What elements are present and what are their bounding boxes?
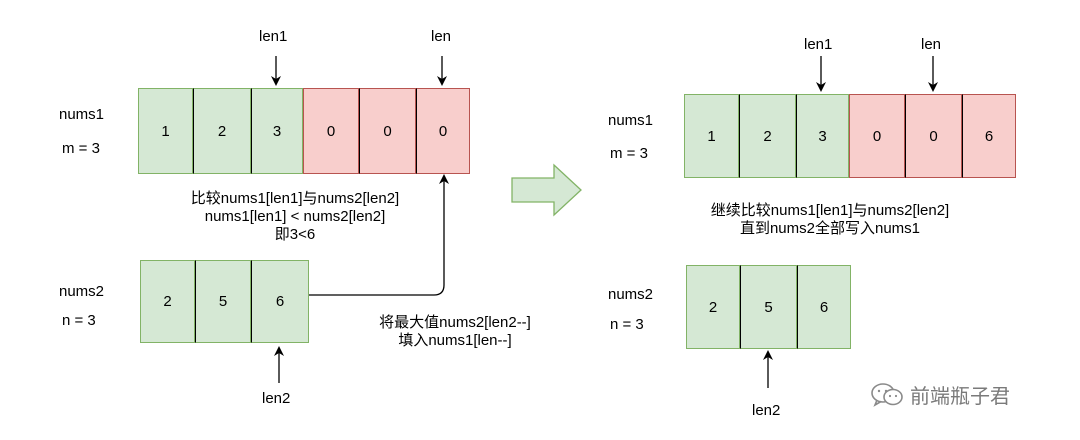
watermark-text: 前端瓶子君 (910, 386, 1010, 408)
nums1-cell: 1 (138, 88, 193, 174)
nums1-cell: 2 (193, 88, 251, 174)
compare-note-left: 比较nums1[len1]与nums2[len2] nums1[len1] < … (160, 190, 430, 244)
pointer-label-len-right: len (921, 36, 942, 53)
nums1-cell: 0 (303, 88, 359, 174)
move-note: 将最大值nums2[len2--] 填入nums1[len--] (355, 314, 555, 350)
pointer-label-len2-right: len2 (752, 402, 781, 419)
nums2-label-right: nums2 (608, 286, 654, 303)
nums1-cell: 0 (905, 94, 962, 178)
nums2-array-left: 2 5 6 (140, 260, 309, 343)
nums1-cell: 3 (251, 88, 303, 174)
watermark: 前端瓶子君 (870, 380, 1010, 409)
nums1-cell: 0 (416, 88, 470, 174)
m-label-left: m = 3 (62, 140, 100, 157)
compare-note-line: nums1[len1] < nums2[len2] (204, 208, 386, 225)
nums2-cell: 2 (140, 260, 195, 343)
nums1-cell: 0 (849, 94, 905, 178)
n-label-right: n = 3 (610, 316, 644, 333)
move-note-line: 将最大值nums2[len2--] (379, 314, 531, 331)
nums1-label-right: nums1 (608, 112, 654, 129)
nums1-array-left: 1 2 3 0 0 0 (138, 88, 470, 174)
move-connector (309, 174, 449, 296)
pointer-label-len1-right: len1 (804, 36, 833, 53)
continue-note-line: 继续比较nums1[len1]与nums2[len2] (710, 202, 950, 219)
nums2-cell: 6 (251, 260, 309, 343)
nums1-cell: 1 (684, 94, 739, 178)
m-label-right: m = 3 (610, 145, 648, 162)
nums1-array-right: 1 2 3 0 0 6 (684, 94, 1016, 178)
nums2-array-right: 2 5 6 (686, 265, 851, 349)
pointer-label-len1-left: len1 (259, 28, 288, 45)
nums2-label-left: nums2 (59, 283, 105, 300)
nums2-cell: 5 (195, 260, 251, 343)
nums1-label-left: nums1 (59, 106, 105, 123)
continue-note-line: 直到nums2全部写入nums1 (739, 220, 921, 237)
nums1-cell: 6 (962, 94, 1016, 178)
nums1-cell: 2 (739, 94, 796, 178)
nums2-cell: 5 (740, 265, 797, 349)
pointer-label-len-left: len (431, 28, 452, 45)
continue-note-right: 继续比较nums1[len1]与nums2[len2] 直到nums2全部写入n… (690, 202, 970, 238)
nums2-cell: 2 (686, 265, 740, 349)
n-label-left: n = 3 (62, 312, 96, 329)
nums1-cell: 0 (359, 88, 416, 174)
transition-arrow (511, 163, 582, 217)
compare-note-line: 即3<6 (274, 226, 316, 243)
wechat-icon (871, 382, 903, 407)
nums2-cell: 6 (797, 265, 851, 349)
pointer-label-len2-left: len2 (262, 390, 291, 407)
compare-note-line: 比较nums1[len1]与nums2[len2] (190, 190, 400, 207)
nums1-cell: 3 (796, 94, 849, 178)
move-note-line: 填入nums1[len--] (398, 332, 512, 349)
